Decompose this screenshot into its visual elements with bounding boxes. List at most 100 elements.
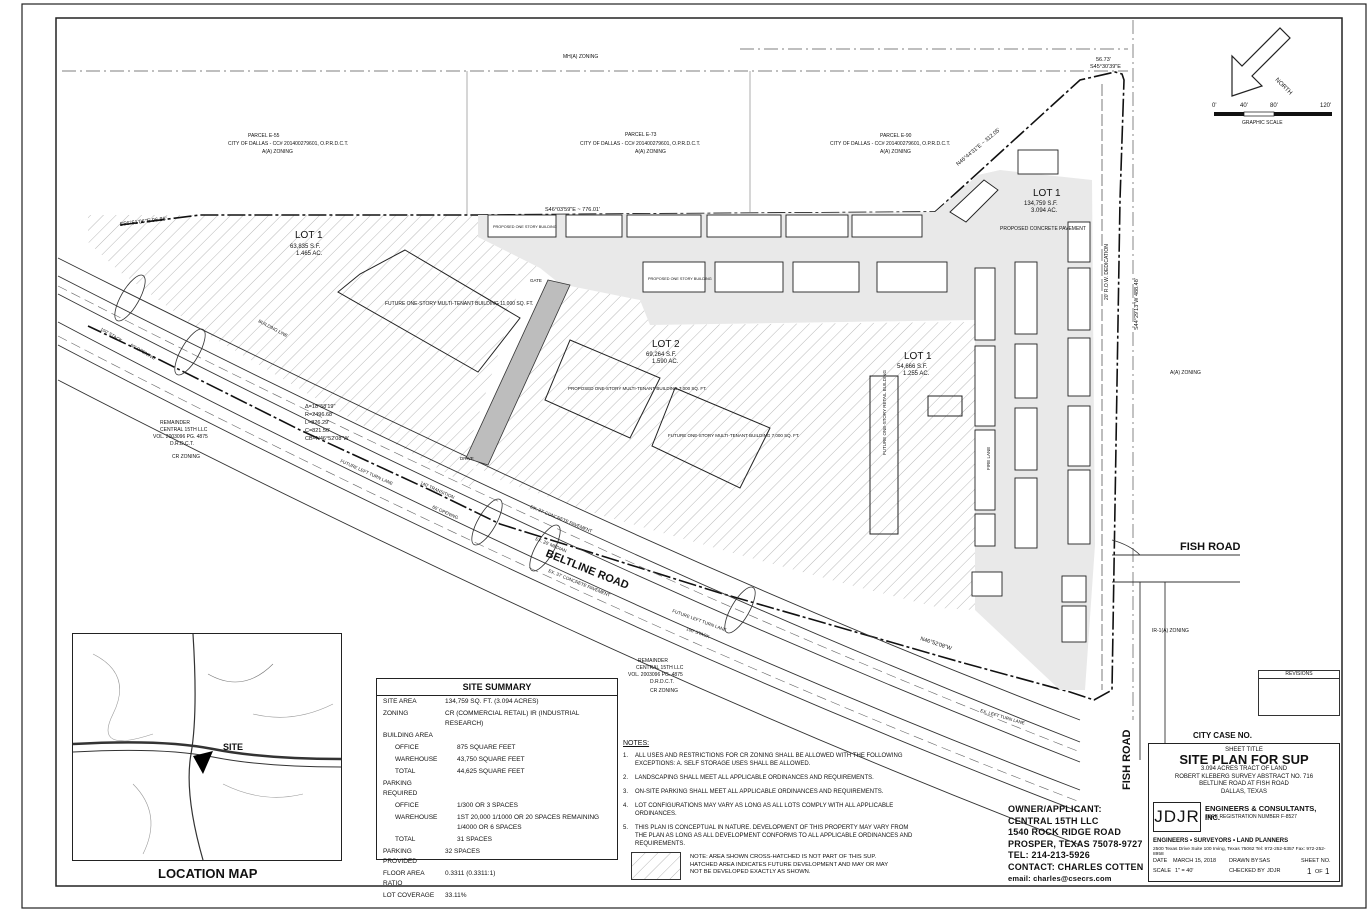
summary-value: 44,625 SQUARE FEET: [457, 768, 525, 775]
bearing-east-line: S44°29'13"W 488.48': [1134, 278, 1140, 330]
summary-row: PARKING REQUIRED: [377, 778, 617, 800]
note-number: 2.: [623, 775, 629, 781]
parcel3-doc: CITY OF DALLAS - CC# 201400279601, O.P.R…: [830, 141, 950, 147]
summary-value: 0.3311 (0.3311:1): [445, 870, 496, 877]
summary-row: ZONING CR (COMMERCIAL RETAIL) IR (INDUSTR…: [377, 708, 617, 730]
subtitle-line: BELTLINE ROAD AT FISH ROAD: [1199, 781, 1289, 787]
building-east: FUTURE ONE-STORY RETAIL BUILDING: [882, 369, 887, 455]
gate-label: GATE: [530, 278, 542, 283]
remainder-left-3: VOL. 2003096 PG. 4875: [153, 434, 208, 440]
subtitle-line: DALLAS, TEXAS: [1221, 788, 1267, 795]
north-label: NORTH: [1274, 77, 1293, 96]
note-item: 4.LOT CONFIGURATIONS MAY VARY AS LONG AS…: [623, 802, 913, 818]
scale-tick-80: 80': [1270, 103, 1278, 109]
zoning-southeast: IR-1(A) ZONING: [1152, 628, 1189, 634]
summary-value: CR (COMMERCIAL RETAIL) IR (INDUSTRIAL RE…: [445, 710, 580, 727]
firm-services: ENGINEERS • SURVEYORS • LAND PLANNERS: [1153, 838, 1289, 844]
site-summary-title: SITE SUMMARY: [377, 679, 617, 696]
summary-value: 32 SPACES: [445, 848, 480, 855]
scale-label: GRAPHIC SCALE: [1242, 120, 1283, 126]
owner-applicant-block: OWNER/APPLICANT: CENTRAL 15TH LLC 1540 R…: [1008, 804, 1148, 885]
date-label: DATE: [1153, 858, 1168, 864]
parcel3-zoning: A(A) ZONING: [880, 149, 911, 155]
fish-road-south-label: FISH ROAD: [1121, 729, 1133, 790]
remainder-bottom-2: CENTRAL 15TH LLC: [636, 665, 684, 671]
parcel3-name: PARCEL E-90: [880, 133, 912, 139]
storage-building-1: PROPOSED ONE STORY BUILDING: [493, 225, 557, 229]
lot1-east-ac: 1.255 AC.: [903, 371, 930, 377]
firm-address: 2500 Texas Drive Suite 100 Irving, Texas…: [1153, 847, 1326, 857]
drive-label: DRIVE: [460, 456, 474, 461]
subtitle-line: ROBERT KLEBERG SURVEY ABSTRACT NO. 716: [1174, 773, 1314, 780]
curve-chord-bearing: CB=N46°52'08"W: [305, 436, 349, 442]
proposed-concrete: PROPOSED CONCRETE PAVEMENT: [1000, 226, 1086, 232]
lot1-west-name: LOT 1: [295, 230, 323, 241]
lot1-east-name: LOT 1: [904, 351, 932, 362]
remainder-left-1: REMAINDER: [160, 420, 190, 426]
note-number: 4.: [623, 803, 629, 809]
summary-value: [445, 731, 611, 741]
summary-key: TOTAL: [395, 768, 416, 775]
drawn-by-value: SAS: [1259, 858, 1271, 864]
note-text: ALL USES AND RESTRICTIONS FOR CR ZONING …: [635, 753, 903, 767]
summary-value: 31 SPACES: [457, 836, 492, 843]
sheet-number: 1: [1307, 867, 1312, 876]
subtitle-line: 3.094 ACRES TRACT OF LAND: [1200, 766, 1288, 772]
lot1-north-ac: 3.094 AC.: [1031, 208, 1058, 214]
bearing-south-line: N46°52'08"W: [919, 636, 953, 652]
curve-chord: C=821.50': [305, 428, 330, 434]
opening-1: 60' OPENING: [130, 343, 157, 362]
summary-key: PARKING PROVIDED: [383, 848, 417, 865]
plan-notes: NOTES: 1.ALL USES AND RESTRICTIONS FOR C…: [623, 740, 913, 854]
summary-key: ZONING: [383, 710, 409, 717]
date-value: MARCH 15, 2018: [1173, 858, 1217, 864]
zoning-east: A(A) ZONING: [1170, 370, 1201, 376]
scale-tick-120: 120': [1320, 103, 1332, 109]
parcel1-name: PARCEL E-55: [248, 133, 280, 139]
owner-line: OWNER/APPLICANT:: [1008, 804, 1102, 814]
lot2-name: LOT 2: [652, 339, 680, 350]
summary-key: LOT COVERAGE: [383, 892, 435, 899]
lot1-west-sf: 63,835 S.F.: [290, 244, 321, 250]
parcel1-doc: CITY OF DALLAS - CC# 201400279601, O.P.R…: [228, 141, 348, 147]
revisions-header: REVISIONS: [1259, 671, 1339, 679]
summary-key: OFFICE: [395, 744, 419, 751]
summary-value: 43,750 SQUARE FEET: [457, 756, 525, 763]
scale-label-tb: SCALE: [1153, 868, 1172, 874]
bearing-ne-line: N46°44'31"E ~ 312.05': [955, 127, 1001, 167]
summary-key: SITE AREA: [383, 698, 417, 705]
bearing-top-right-dist: 56.73': [1096, 57, 1111, 63]
firm-name: ENGINEERS & CONSULTANTS, INC.: [1205, 804, 1317, 822]
note-number: 3.: [623, 789, 629, 795]
summary-row: PARKING PROVIDED 32 SPACES: [377, 846, 617, 868]
parcel2-doc: CITY OF DALLAS - CC# 201400279601, O.P.R…: [580, 141, 700, 147]
site-marker-icon: [193, 751, 213, 774]
scale-value: 1" = 40': [1175, 868, 1194, 874]
lot1-east-sf: 54,666 S.F.: [897, 364, 928, 370]
summary-value: 875 SQUARE FEET: [457, 744, 516, 751]
summary-key: OFFICE: [395, 802, 419, 809]
firm-block: JDJR ENGINEERS & CONSULTANTS, INC. TBPE …: [1153, 802, 1333, 838]
notes-header: NOTES:: [623, 740, 650, 747]
note-number: 5.: [623, 825, 629, 831]
checked-by-value: JDJR: [1267, 868, 1281, 874]
fire-lane: FIRE LANE: [986, 447, 991, 470]
curve-delta: Δ=18°58'19": [305, 404, 335, 410]
hatch-legend-swatch: [631, 852, 681, 880]
lot2-ac: 1.590 AC.: [652, 359, 679, 365]
summary-value: 1/300 OR 3 SPACES: [457, 802, 518, 809]
remainder-left-2: CENTRAL 15TH LLC: [160, 427, 208, 433]
north-arrow-icon: [1231, 27, 1291, 97]
firm-registration: TBPE REGISTRATION NUMBER F-8527: [1205, 814, 1297, 820]
summary-key: PARKING REQUIRED: [383, 780, 418, 797]
sheet-title: SITE PLAN FOR SUP: [1179, 752, 1309, 767]
fish-road-east-label: FISH ROAD: [1180, 541, 1241, 553]
sheet-no-label: SHEET NO.: [1301, 858, 1331, 864]
scale-tick-0: 0': [1212, 103, 1217, 109]
note-text: THIS PLAN IS CONCEPTUAL IN NATURE. DEVEL…: [635, 825, 913, 847]
building-west: FUTURE ONE-STORY MULTI-TENANT BUILDING 1…: [385, 301, 533, 307]
stack-1: 100' STACK: [100, 327, 124, 343]
